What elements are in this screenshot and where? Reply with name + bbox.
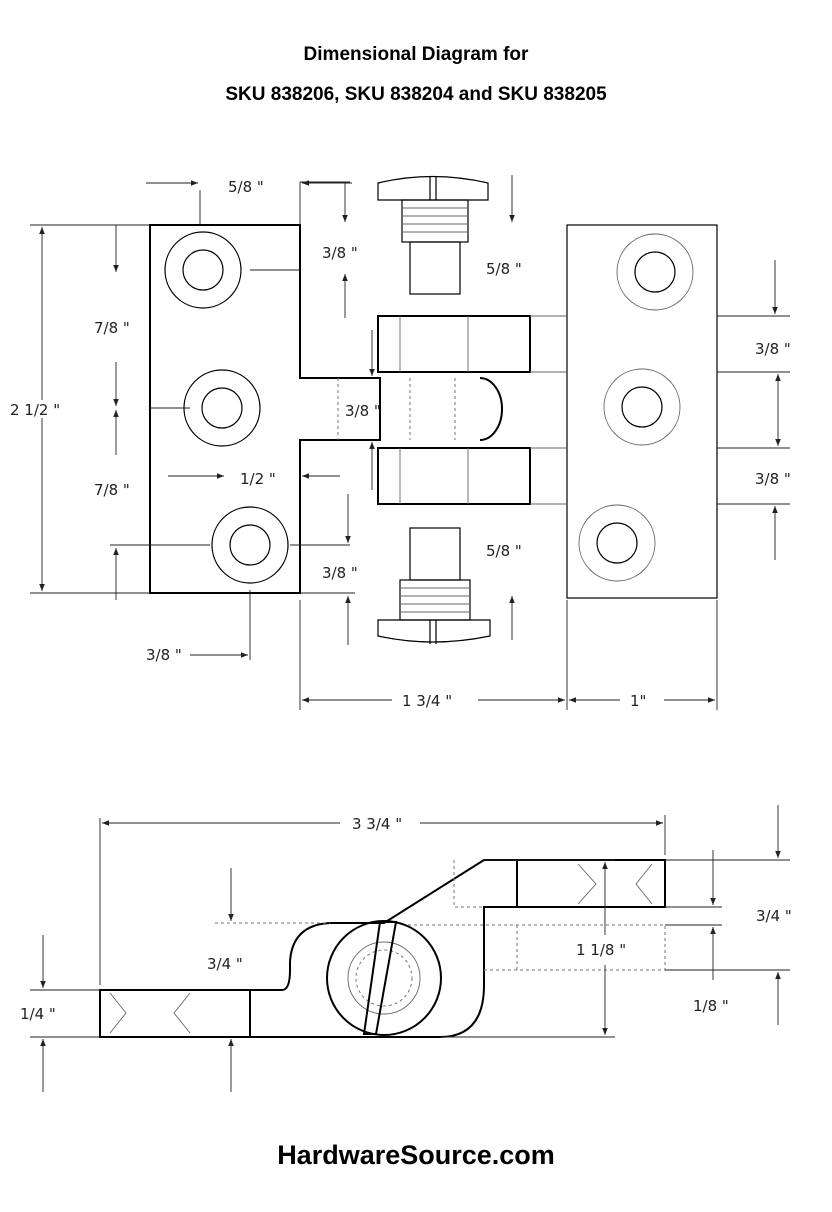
side-view: 3 3/4 " 3/4 " 1/4 " 3/4 " 1 1/8 " 1/8 " [20,805,792,1092]
side-profile [99,859,666,1038]
right-leaf-hole-top [616,233,694,311]
right-plate-section [516,859,666,908]
left-leaf [149,224,381,594]
footer-site-name: HardwareSource.com [277,1140,555,1170]
dim-leaf-width: 1 3/4 " [402,692,452,710]
dim-knuckle-upper: 3/8 " [755,340,791,358]
dim-hole-spacing-upper: 7/8 " [94,319,130,337]
left-leaf-hole-bottom [211,506,289,584]
dim-hole-edge-left: 3/8 " [146,646,182,664]
bottom-screw [377,527,491,644]
dim-right-rise: 3/4 " [756,907,792,925]
dim-top-offset: 5/8 " [228,178,264,196]
top-screw [377,175,489,295]
dim-offset: 1/8 " [693,997,729,1015]
left-leaf-hole-top [164,231,242,309]
dim-rise: 3/4 " [207,955,243,973]
dim-hole-spacing-lower: 7/8 " [94,481,130,499]
dim-screw-length-bottom: 5/8 " [486,542,522,560]
dim-hole-edge-top: 3/8 " [322,244,358,262]
right-leaf-hole-bottom [578,504,656,582]
dim-overall-length: 3 3/4 " [352,815,402,833]
dim-tongue-depth: 1/2 " [240,470,276,488]
left-leaf-hole-middle [183,369,261,447]
right-leaf-hole-middle [603,368,681,446]
diagram-title-line2: SKU 838206, SKU 838204 and SKU 838205 [225,84,607,105]
upper-knuckle [377,315,531,373]
dim-base-thickness: 1/4 " [20,1005,56,1023]
pin-end [479,377,503,441]
barrel [326,920,442,1036]
dim-pin-width: 3/8 " [345,402,381,420]
dim-right-leaf-width: 1" [630,692,646,710]
dim-total-height: 2 1/2 " [10,401,60,419]
dim-screw-length-top: 5/8 " [486,260,522,278]
lower-knuckle [377,447,531,505]
right-leaf [566,224,718,599]
dim-hole-edge-bottom: 3/8 " [322,564,358,582]
top-view: 5/8 " 3/8 " 7/8 " 2 1/2 " 7/8 " 1/2 " 3/… [10,175,791,710]
dim-barrel-height: 1 1/8 " [576,941,626,959]
diagram-title-line1: Dimensional Diagram for [303,44,529,65]
dim-knuckle-lower: 3/8 " [755,470,791,488]
